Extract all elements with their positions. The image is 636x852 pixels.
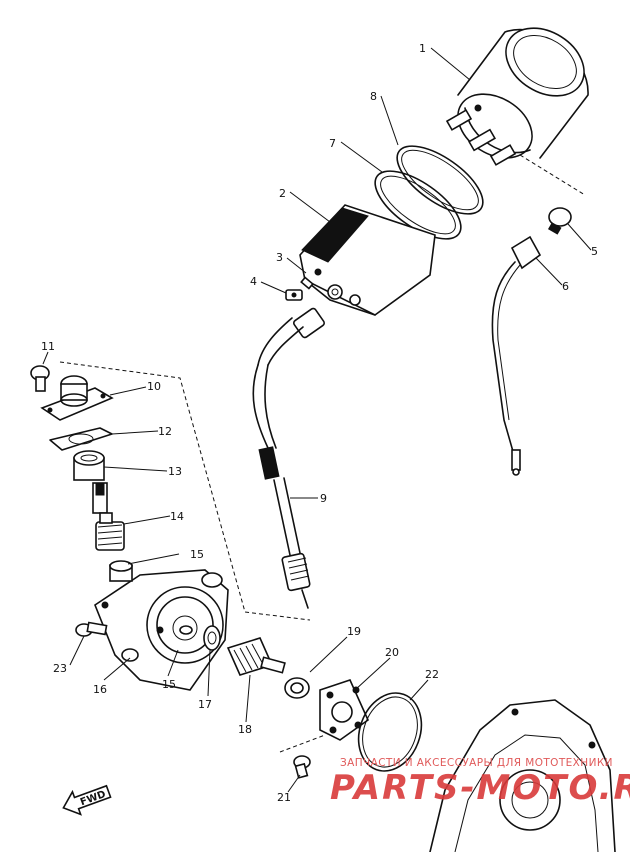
part-4-screw: [285, 289, 303, 301]
callout-11: 11: [41, 340, 55, 353]
callout-12: 12: [158, 425, 172, 438]
part-1-meter-housing: [445, 27, 589, 166]
part-3-screw: [300, 276, 314, 290]
part-20-plate: [319, 679, 369, 741]
callout-8: 8: [370, 90, 377, 103]
callout-13: 13: [168, 465, 182, 478]
callout-21: 21: [277, 791, 291, 804]
part-18-drive-gear: [226, 637, 286, 676]
callout-10: 10: [147, 380, 161, 393]
callout-18: 18: [238, 723, 252, 736]
part-9-speedometer-cable: [252, 307, 326, 609]
part-12-gasket: [49, 427, 113, 451]
callout-17: 17: [198, 698, 212, 711]
reference-dashed-lines: [59, 154, 586, 753]
leader-lines: [42, 47, 592, 793]
part-16-gear-housing: [94, 560, 229, 691]
callout-23: 23: [53, 662, 67, 675]
part-13-bushing: [73, 450, 105, 481]
part-17-washer: [203, 625, 221, 651]
part-10-housing-cover: [40, 375, 114, 421]
callout-20: 20: [385, 646, 399, 659]
part-7-seal-ring: [374, 170, 462, 240]
engine-crankcase-outline: [429, 699, 616, 852]
part-23-bolt: [75, 621, 108, 637]
part-5-bulb: [547, 207, 572, 235]
callout-numbers: 1 2 3 4 5 6 7 8 9 10 11 12 13 14 15 16 1…: [41, 42, 598, 804]
callout-7: 7: [329, 137, 336, 150]
fwd-label: FWD: [79, 789, 107, 808]
fwd-arrow: FWD: [62, 784, 112, 816]
callout-9: 9: [320, 492, 327, 505]
callout-2: 2: [279, 187, 286, 200]
callout-6: 6: [562, 280, 569, 293]
part-6-bulb-socket-cord: [491, 235, 542, 476]
part-15-seal-washer: [179, 625, 193, 635]
callout-1: 1: [419, 42, 426, 55]
watermark-tagline: ЗАПЧАСТИ И АКСЕССУАРЫ ДЛЯ МОТОТЕХНИКИ: [340, 757, 613, 769]
callout-15: 15: [190, 548, 204, 561]
part-2-meter-body: [299, 204, 436, 316]
part-14-driven-gear: [92, 482, 125, 551]
part-21-bolt: [293, 755, 311, 779]
part-8-gasket-ring: [396, 145, 484, 215]
callout-3: 3: [276, 251, 283, 264]
callout-15b: 15: [162, 678, 176, 691]
callout-16: 16: [93, 683, 107, 696]
callout-14: 14: [170, 510, 184, 523]
callout-22: 22: [425, 668, 439, 681]
watermark-logo: PARTS-MOTO.RU: [330, 768, 630, 808]
callout-5: 5: [591, 245, 598, 258]
part-19-bushing: [284, 677, 310, 699]
part-11-bolt: [30, 365, 50, 392]
callout-19: 19: [347, 625, 361, 638]
callout-4: 4: [250, 275, 257, 288]
part-22-o-ring: [357, 692, 423, 772]
